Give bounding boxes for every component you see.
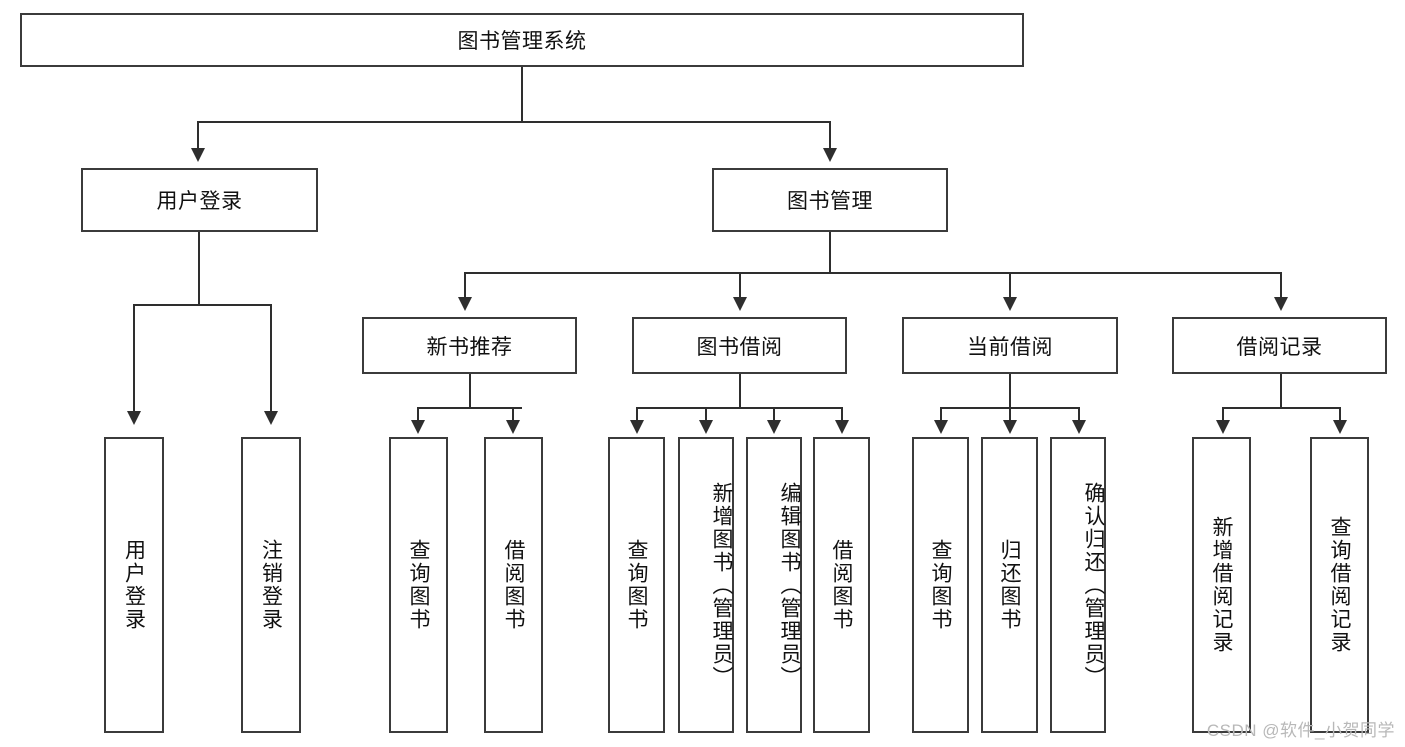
connector-book-borrow-stem: [739, 374, 741, 408]
node-label: 查询图书: [929, 539, 952, 631]
node-book-borrow[interactable]: 图书借阅: [632, 317, 847, 374]
leaf-edit-book-admin[interactable]: 编辑图书（管理员）: [746, 437, 802, 733]
connector-borrow-record-leaf1: [1222, 407, 1224, 421]
connector-new-book-leaf2: [512, 407, 514, 421]
arrow-to-book-mgmt: [823, 148, 837, 162]
arrow-borrow-record-leaf1: [1216, 420, 1230, 434]
connector-root-stem: [521, 67, 523, 122]
connector-new-book-leaf1: [417, 407, 419, 421]
node-label: 借阅记录: [1236, 335, 1323, 359]
arrow-new-book-leaf2: [506, 420, 520, 434]
connector-current-borrow-leaf2: [1009, 407, 1011, 421]
arrow-book-borrow-leaf4: [835, 420, 849, 434]
connector-book-borrow-leaf4: [841, 407, 843, 421]
node-label: 归还图书: [998, 539, 1021, 631]
node-new-book-recommend[interactable]: 新书推荐: [362, 317, 577, 374]
connector-new-book-bus: [417, 407, 522, 409]
node-label: 编辑图书（管理员）: [778, 481, 801, 689]
connector-current-borrow-leaf3: [1078, 407, 1080, 421]
connector-current-borrow-stem: [1009, 374, 1011, 408]
arrow-borrow-record-leaf2: [1333, 420, 1347, 434]
arrow-book-borrow-leaf2: [699, 420, 713, 434]
leaf-return-book[interactable]: 归还图书: [981, 437, 1038, 733]
leaf-confirm-return-admin[interactable]: 确认归还（管理员）: [1050, 437, 1106, 733]
connector-book-borrow-leaf3: [773, 407, 775, 421]
connector-user-login-bus: [133, 304, 270, 306]
node-borrow-record[interactable]: 借阅记录: [1172, 317, 1387, 374]
connector-borrow-record-bus: [1222, 407, 1340, 409]
connector-root-bus: [197, 121, 831, 123]
leaf-borrow-book[interactable]: 借阅图书: [813, 437, 870, 733]
arrow-current-borrow-leaf1: [934, 420, 948, 434]
arrow-to-book-borrow: [733, 297, 747, 311]
connector-to-borrow-record: [1280, 272, 1282, 298]
leaf-query-book-recommend[interactable]: 查询图书: [389, 437, 448, 733]
node-label: 查询图书: [407, 539, 430, 631]
node-label: 图书管理系统: [457, 30, 587, 53]
arrow-current-borrow-leaf2: [1003, 420, 1017, 434]
node-label: 新增图书（管理员）: [710, 481, 733, 689]
node-label: 新增借阅记录: [1210, 516, 1233, 654]
connector-to-new-book: [464, 272, 466, 298]
node-label: 用户登录: [122, 539, 146, 631]
node-book-management[interactable]: 图书管理: [712, 168, 948, 232]
connector-new-book-stem: [469, 374, 471, 408]
leaf-query-book-borrow[interactable]: 查询图书: [608, 437, 665, 733]
leaf-borrow-book-recommend[interactable]: 借阅图书: [484, 437, 543, 733]
connector-to-current-borrow: [1009, 272, 1011, 298]
arrow-user-login-leaf2: [264, 411, 278, 425]
arrow-current-borrow-leaf3: [1072, 420, 1086, 434]
node-current-borrow[interactable]: 当前借阅: [902, 317, 1118, 374]
connector-current-borrow-leaf1: [940, 407, 942, 421]
connector-book-borrow-bus: [636, 407, 843, 409]
leaf-add-borrow-record[interactable]: 新增借阅记录: [1192, 437, 1251, 733]
connector-root-to-book-mgmt: [829, 121, 831, 149]
connector-to-book-borrow: [739, 272, 741, 298]
node-label: 借阅图书: [502, 539, 525, 631]
node-label: 确认归还（管理员）: [1082, 481, 1105, 689]
connector-book-borrow-leaf2: [705, 407, 707, 421]
arrow-book-borrow-leaf3: [767, 420, 781, 434]
node-label: 新书推荐: [426, 335, 513, 359]
node-label: 用户登录: [156, 190, 243, 213]
arrow-user-login-leaf1: [127, 411, 141, 425]
connector-borrow-record-stem: [1280, 374, 1282, 408]
connector-book-borrow-leaf1: [636, 407, 638, 421]
node-label: 查询图书: [625, 539, 648, 631]
node-label: 注销登录: [259, 539, 283, 631]
node-label: 借阅图书: [830, 539, 853, 631]
arrow-to-current-borrow: [1003, 297, 1017, 311]
node-label: 查询借阅记录: [1328, 516, 1351, 654]
node-label: 图书管理: [787, 190, 873, 213]
arrow-book-borrow-leaf1: [630, 420, 644, 434]
connector-user-login-leaf1: [133, 304, 135, 412]
node-root-system[interactable]: 图书管理系统: [20, 13, 1024, 67]
node-label: 当前借阅: [967, 335, 1053, 359]
connector-book-mgmt-stem: [829, 232, 831, 273]
leaf-query-book-current[interactable]: 查询图书: [912, 437, 969, 733]
leaf-add-book-admin[interactable]: 新增图书（管理员）: [678, 437, 734, 733]
leaf-query-borrow-record[interactable]: 查询借阅记录: [1310, 437, 1369, 733]
leaf-logout-login[interactable]: 注销登录: [241, 437, 301, 733]
connector-user-login-stem: [198, 232, 200, 305]
arrow-to-new-book: [458, 297, 472, 311]
connector-user-login-leaf2: [270, 304, 272, 412]
connector-book-mgmt-bus: [464, 272, 1280, 274]
connector-borrow-record-leaf2: [1339, 407, 1341, 421]
leaf-user-login[interactable]: 用户登录: [104, 437, 164, 733]
node-label: 图书借阅: [696, 335, 783, 359]
connector-root-to-user-login: [197, 121, 199, 149]
arrow-to-borrow-record: [1274, 297, 1288, 311]
arrow-new-book-leaf1: [411, 420, 425, 434]
node-user-login[interactable]: 用户登录: [81, 168, 318, 232]
watermark-text: CSDN @软件_小贺同学: [1206, 721, 1395, 740]
arrow-to-user-login: [191, 148, 205, 162]
